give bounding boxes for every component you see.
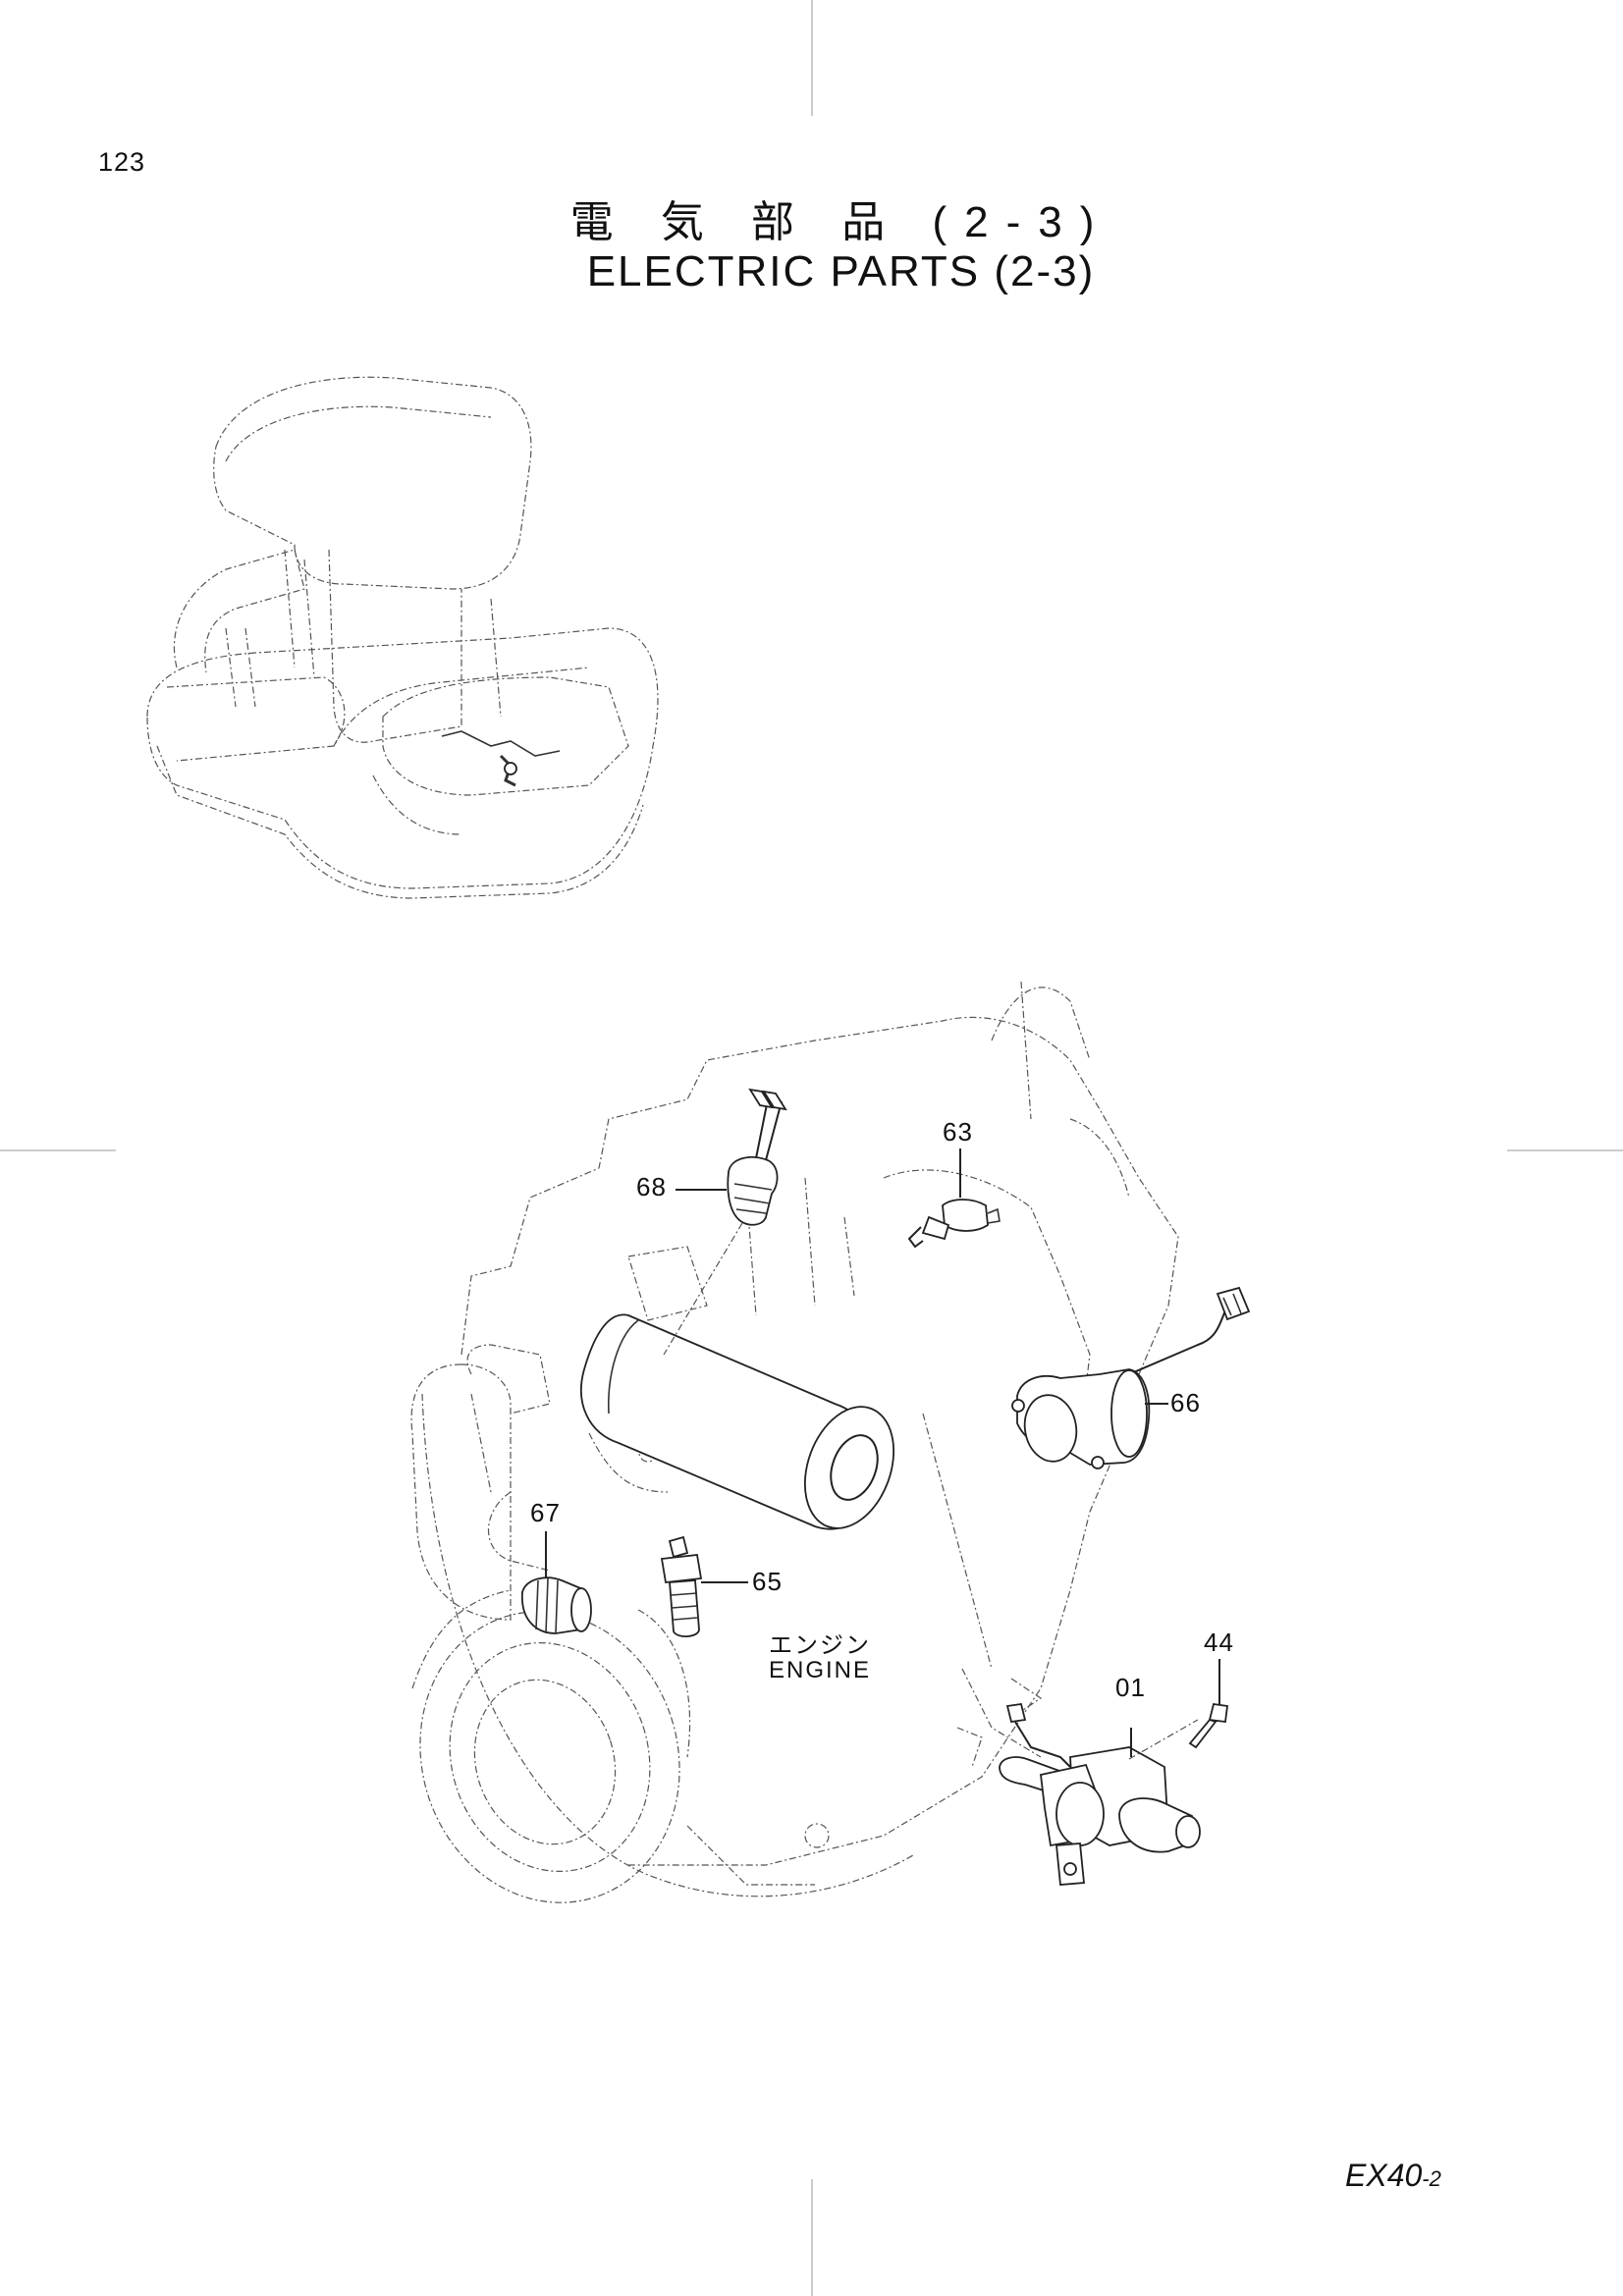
part-01-actuator (999, 1659, 1229, 1886)
callout-66: 66 (1170, 1388, 1201, 1417)
callout-68: 68 (636, 1172, 667, 1201)
model-code-main: EX40 (1345, 2158, 1423, 2193)
model-code-suffix: -2 (1422, 2166, 1441, 2191)
part-65-unit (660, 1535, 748, 1637)
part-67-switch (521, 1531, 592, 1634)
engine-label-english: ENGINE (768, 1657, 871, 1683)
page-title-english: ELECTRIC PARTS (2-3) (586, 247, 1096, 295)
model-code: EX40-2 (1345, 2158, 1441, 2194)
engine-label-japanese: エンジン (769, 1632, 871, 1659)
engine-illustration (410, 981, 1179, 1903)
part-68-sensor (663, 1088, 787, 1356)
callout-63: 63 (943, 1117, 973, 1147)
callout-01: 01 (1115, 1673, 1146, 1702)
callout-65: 65 (752, 1567, 783, 1596)
part-66-solenoid (1011, 1286, 1251, 1469)
machine-overview-illustration (146, 376, 659, 899)
page-title-japanese: 電 気 部 品 (2-3) (569, 198, 1112, 246)
callout-67: 67 (530, 1498, 561, 1527)
part-63-sender (907, 1148, 1001, 1249)
page-number: 123 (98, 147, 146, 177)
callout-44: 44 (1204, 1628, 1234, 1657)
